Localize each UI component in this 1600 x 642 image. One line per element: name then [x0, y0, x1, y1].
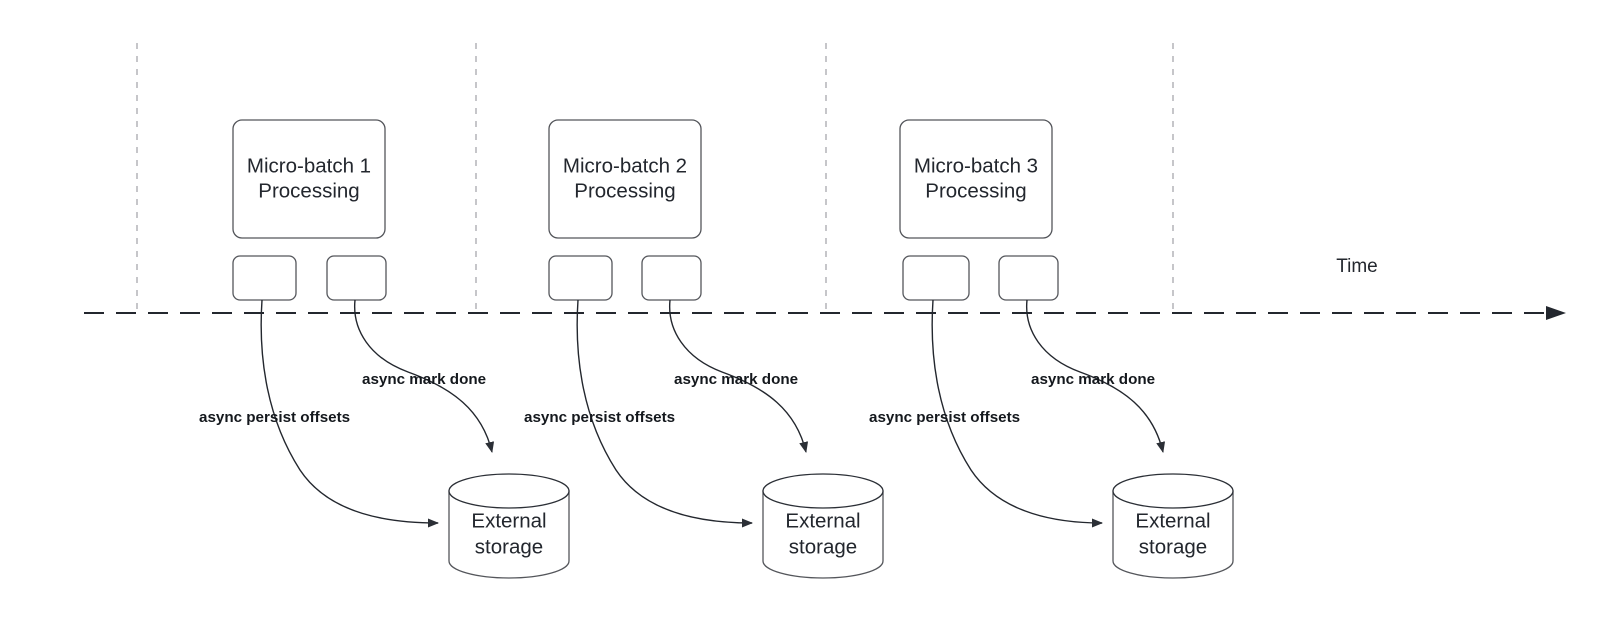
- batch-3-async-persist-offsets-curve: [931, 299, 1103, 528]
- batch-3-process-box[interactable]: [899, 119, 1053, 239]
- batch-2-async-mark-done-label: async mark done: [674, 371, 798, 388]
- batch-2-async-persist-offsets-curve: [576, 299, 753, 528]
- batch-3-storage-label-line2: storage: [1139, 535, 1207, 558]
- batches-group: Micro-batch 1ProcessingExternalstorageas…: [199, 119, 1234, 579]
- batch-2-persist-offsets-marker[interactable]: [548, 255, 613, 301]
- batch-2-storage-cylinder-body[interactable]: [762, 490, 884, 579]
- batch-1-async-mark-done-label: async mark done: [362, 371, 486, 388]
- batch-3-storage-cylinder-body[interactable]: [1112, 490, 1234, 579]
- batch-3-persist-offsets-marker[interactable]: [902, 255, 970, 301]
- batch-3-async-persist-offsets-label: async persist offsets: [869, 409, 1020, 426]
- batch-1-storage-label-line2: storage: [475, 535, 543, 558]
- batch-2-mark-done-marker[interactable]: [641, 255, 702, 301]
- batch-3-async-mark-done-label: async mark done: [1031, 371, 1155, 388]
- batch-1-storage-cylinder-body[interactable]: [448, 490, 570, 579]
- batch-1-process-label-line2: Processing: [258, 179, 359, 202]
- batch-1-async-persist-offsets-curve: [260, 299, 439, 528]
- batch-1-storage-cylinder-top: [448, 473, 570, 509]
- batch-1-async-mark-done-curve: [354, 299, 495, 453]
- batch-3-storage-cylinder-top: [1112, 473, 1234, 509]
- batch-1-process-label-line1: Micro-batch 1: [247, 154, 371, 177]
- timeline-group: [84, 306, 1566, 320]
- batch-3-async-mark-done-curve: [1026, 299, 1166, 453]
- batch-1-persist-offsets-marker[interactable]: [232, 255, 297, 301]
- batch-1-storage-label-line1: External: [471, 509, 546, 532]
- batch-2-process-label-line2: Processing: [574, 179, 675, 202]
- batch-3-mark-done-marker[interactable]: [998, 255, 1059, 301]
- batch-2-storage-cylinder-top: [762, 473, 884, 509]
- time-axis-label: Time: [1336, 256, 1378, 277]
- batch-3-storage-label-line1: External: [1135, 509, 1210, 532]
- batch-2-process-label-line1: Micro-batch 2: [563, 154, 687, 177]
- batch-1-mark-done-marker[interactable]: [326, 255, 387, 301]
- batch-2-async-mark-done-curve: [669, 299, 809, 453]
- batch-3-process-label-line1: Micro-batch 3: [914, 154, 1038, 177]
- batch-2-storage-label-line2: storage: [789, 535, 857, 558]
- tick-lines-group: [136, 43, 1174, 313]
- batch-1-async-persist-offsets-label: async persist offsets: [199, 409, 350, 426]
- time-axis-arrowhead: [1546, 306, 1566, 320]
- batch-2-async-persist-offsets-label: async persist offsets: [524, 409, 675, 426]
- batch-2-process-box[interactable]: [548, 119, 702, 239]
- batch-1-process-box[interactable]: [232, 119, 386, 239]
- batch-2-storage-label-line1: External: [785, 509, 860, 532]
- batch-3-process-label-line2: Processing: [925, 179, 1026, 202]
